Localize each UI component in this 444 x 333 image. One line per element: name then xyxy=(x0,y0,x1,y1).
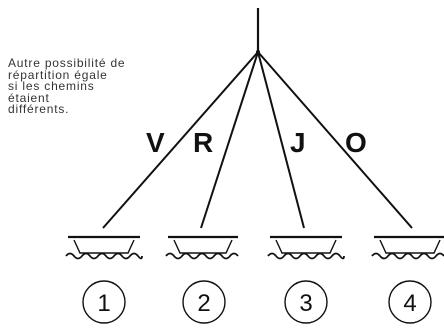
path-line-3 xyxy=(257,51,305,229)
path-label-2: R xyxy=(193,127,213,158)
caption-line-2: répartition égale xyxy=(8,67,108,82)
basin-4 xyxy=(371,235,444,260)
path-label-4: O xyxy=(345,127,367,158)
basin-number-2-text: 2 xyxy=(197,290,210,317)
basin-3 xyxy=(267,235,345,260)
caption-line-4: étaient xyxy=(8,90,50,105)
path-line-4 xyxy=(257,51,413,229)
caption-line-1: Autre possibilité de xyxy=(8,56,126,70)
basin-number-1: 1 xyxy=(82,280,126,324)
path-label-1: V xyxy=(146,127,165,158)
path-line-1 xyxy=(102,51,259,229)
basin-number-3-text: 3 xyxy=(299,290,312,317)
basin-2 xyxy=(165,235,239,260)
basin-number-2: 2 xyxy=(182,280,226,324)
basin-number-3: 3 xyxy=(284,280,328,324)
caption: Autre possibilité de répartition égale s… xyxy=(8,56,178,116)
path-line-2 xyxy=(200,51,259,229)
basin-number-4: 4 xyxy=(388,280,432,324)
basin-1 xyxy=(65,235,143,260)
caption-line-3: si les chemins xyxy=(8,79,95,93)
path-label-3: J xyxy=(290,127,306,158)
basin-number-4-text: 4 xyxy=(403,290,416,317)
caption-line-5: différents. xyxy=(8,102,70,116)
basin-number-1-text: 1 xyxy=(97,290,110,317)
